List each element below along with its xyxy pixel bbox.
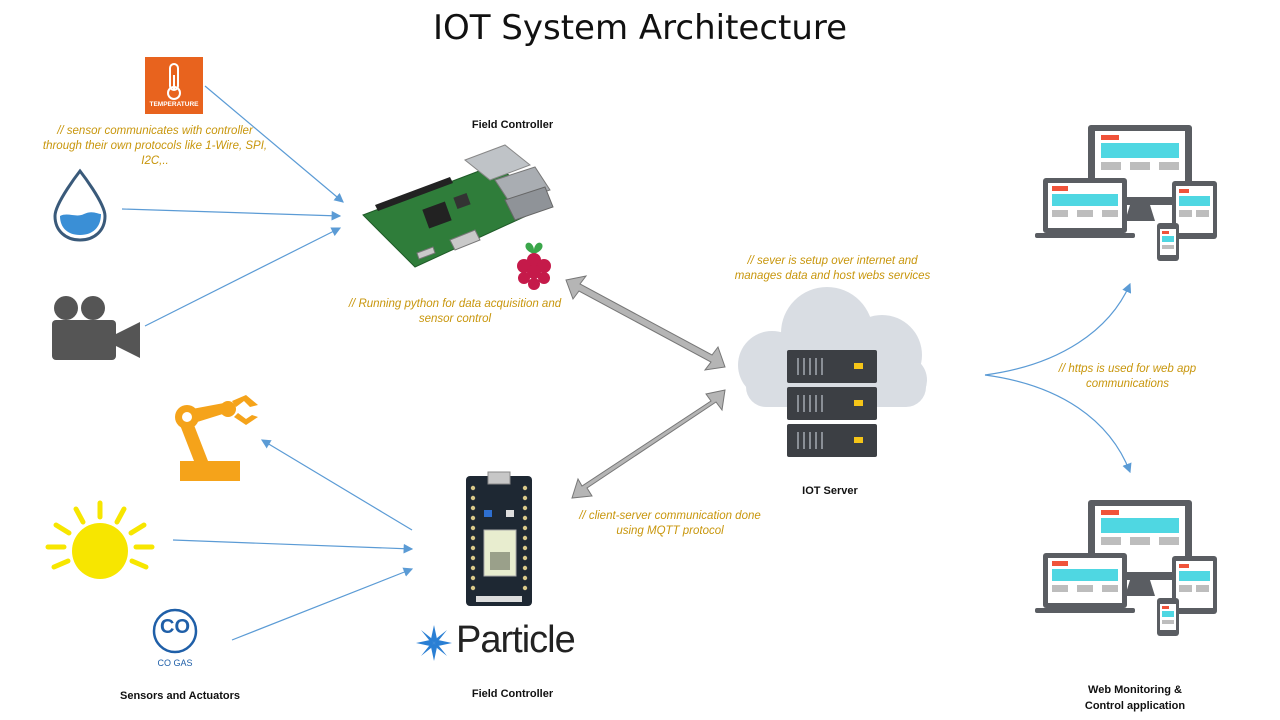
note-line: through their own protocols like 1-Wire,… bbox=[42, 140, 268, 152]
field-controller-top-label: Field Controller bbox=[471, 119, 554, 131]
web-devices-top-icon bbox=[1035, 125, 1217, 261]
arrow-sun-to-controller bbox=[172, 539, 414, 554]
water-drop-icon bbox=[53, 168, 107, 242]
cloud-server-icon bbox=[738, 287, 927, 457]
arrow-rpi-server bbox=[565, 275, 726, 371]
server-note: // sever is setup over internet and mana… bbox=[715, 254, 950, 284]
particle-logo-text: Particle bbox=[456, 619, 576, 661]
particle-star-icon bbox=[416, 625, 452, 661]
arrow-temperature-to-controller bbox=[204, 85, 344, 203]
note-line: // sever is setup over internet and bbox=[747, 255, 918, 267]
raspberry-pi-board-icon bbox=[362, 144, 554, 268]
python-note: // Running python for data acquisition a… bbox=[330, 297, 580, 327]
note-line: // client-server communication done bbox=[579, 510, 761, 522]
note-line: I2C,.. bbox=[141, 155, 169, 167]
particle-board-icon bbox=[466, 471, 532, 606]
arrow-server-to-web-top bbox=[984, 282, 1132, 376]
note-line: // sensor communicates with controller bbox=[57, 125, 253, 137]
temperature-label: TEMPERATURE bbox=[149, 101, 199, 108]
note-line: sensor control bbox=[418, 313, 492, 325]
video-camera-icon bbox=[52, 296, 140, 360]
label-line: Control application bbox=[1084, 700, 1186, 712]
web-monitoring-label: Web Monitoring & Control application bbox=[1055, 682, 1215, 714]
sensors-actuators-label: Sensors and Actuators bbox=[119, 690, 240, 702]
arrow-co-to-controller bbox=[231, 567, 414, 641]
sun-icon bbox=[45, 500, 155, 579]
arrow-camera-to-controller bbox=[144, 227, 342, 327]
note-line: // https is used for web app bbox=[1058, 363, 1197, 375]
iot-server-label: IOT Server bbox=[802, 485, 858, 497]
note-line: using MQTT protocol bbox=[616, 525, 724, 537]
diagram-title: IOT System Architecture bbox=[432, 8, 848, 48]
arrow-server-to-web-bottom bbox=[984, 374, 1132, 474]
mqtt-note: // client-server communication done usin… bbox=[560, 509, 780, 539]
co-gas-sensor-icon: CO CO GAS bbox=[145, 608, 205, 670]
raspberry-logo-icon bbox=[517, 242, 551, 290]
label-line: Web Monitoring & bbox=[1088, 684, 1182, 696]
note-line: communications bbox=[1085, 378, 1170, 390]
note-line: // Running python for data acquisition a… bbox=[348, 298, 562, 310]
arrow-water-to-controller bbox=[121, 208, 342, 221]
sensor-protocols-note: // sensor communicates with controller t… bbox=[10, 124, 300, 169]
temperature-sensor-icon: TEMPERATURE bbox=[145, 57, 203, 114]
web-devices-bottom-icon bbox=[1035, 500, 1217, 636]
server-rack-icon bbox=[787, 350, 877, 457]
arrow-controller-to-robot bbox=[260, 439, 413, 531]
note-line: manages data and host webs services bbox=[734, 270, 931, 282]
co-gas-text: CO GAS bbox=[157, 658, 193, 668]
https-note: // https is used for web app communicati… bbox=[1030, 362, 1225, 392]
field-controller-bottom-label: Field Controller bbox=[471, 688, 554, 700]
robot-arm-icon bbox=[175, 395, 258, 481]
co-text: CO bbox=[160, 616, 190, 638]
arrow-particle-server bbox=[571, 389, 726, 499]
